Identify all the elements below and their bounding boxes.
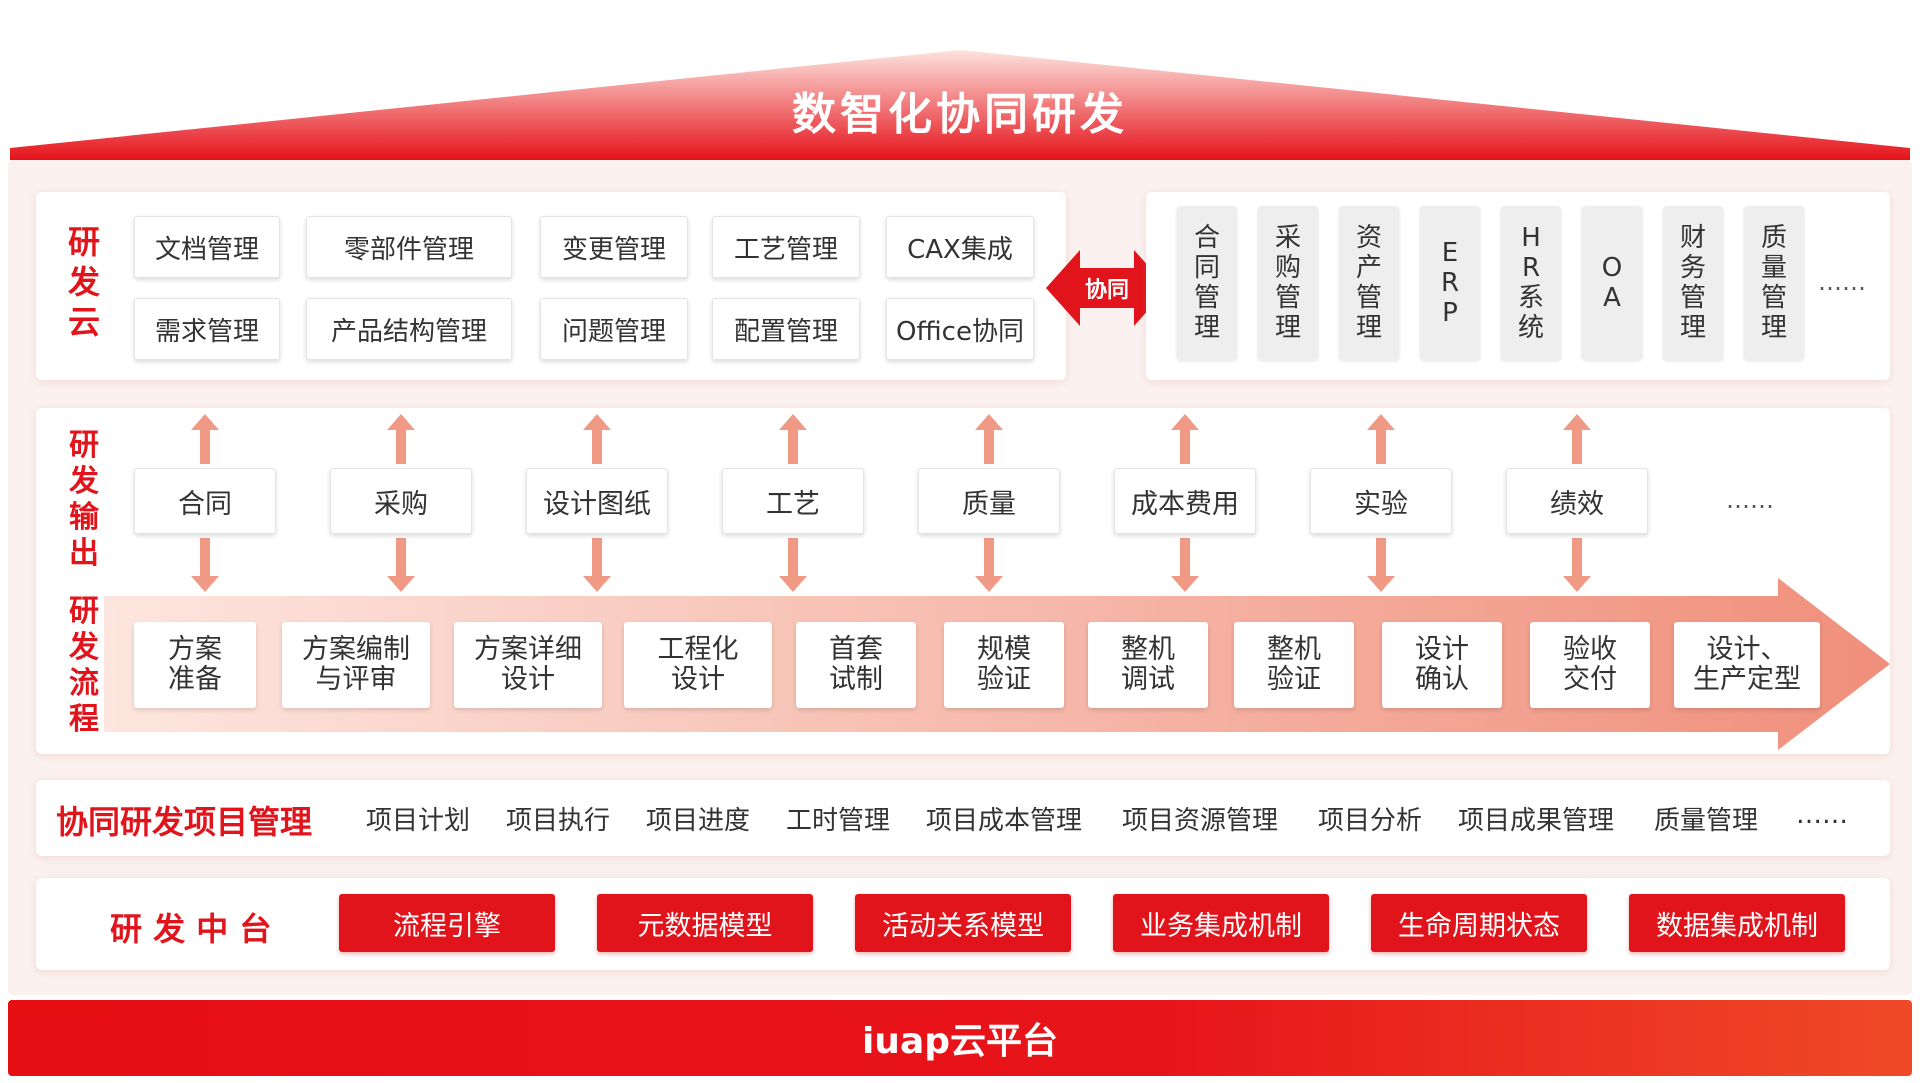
module-issue[interactable]: 问题管理: [540, 298, 688, 360]
up-arrow-0: [191, 414, 219, 464]
module-cax[interactable]: CAX集成: [886, 216, 1034, 278]
process-step-8[interactable]: 设计 确认: [1382, 622, 1502, 708]
output-item-4[interactable]: 质量: [918, 468, 1060, 534]
process-step-6[interactable]: 整机 调试: [1088, 622, 1208, 708]
mp-metadata-model[interactable]: 元数据模型: [597, 894, 813, 952]
output-item-7[interactable]: 绩效: [1506, 468, 1648, 534]
module-process[interactable]: 工艺管理: [712, 216, 860, 278]
process-step-3[interactable]: 工程化 设计: [624, 622, 772, 708]
cloud-platform-footer: iuap云平台: [8, 1000, 1912, 1076]
module-bom[interactable]: 产品结构管理: [306, 298, 512, 360]
module-parts[interactable]: 零部件管理: [306, 216, 512, 278]
module-change[interactable]: 变更管理: [540, 216, 688, 278]
pm-plan[interactable]: 项目计划: [366, 806, 471, 836]
process-step-1[interactable]: 方案编制 与评审: [282, 622, 430, 708]
system-erp[interactable]: ERP: [1420, 206, 1480, 360]
pm-cost[interactable]: 项目成本管理: [926, 806, 1083, 836]
process-step-2[interactable]: 方案详细 设计: [454, 622, 602, 708]
output-item-6[interactable]: 实验: [1310, 468, 1452, 534]
diagram-title: 数智化协同研发: [792, 89, 1128, 140]
up-arrow-1: [387, 414, 415, 464]
mp-business-integration[interactable]: 业务集成机制: [1113, 894, 1329, 952]
down-arrow-6: [1367, 538, 1395, 592]
down-arrow-2: [583, 538, 611, 592]
output-item-2[interactable]: 设计图纸: [526, 468, 668, 534]
down-arrow-7: [1563, 538, 1591, 592]
process-step-7[interactable]: 整机 验证: [1234, 622, 1354, 708]
down-arrow-0: [191, 538, 219, 592]
roof-banner: [10, 50, 1910, 160]
up-arrow-3: [779, 414, 807, 464]
mp-activity-model[interactable]: 活动关系模型: [855, 894, 1071, 952]
down-arrow-5: [1171, 538, 1199, 592]
system-finance[interactable]: 财务管理: [1663, 206, 1723, 360]
project-mgmt-label: 协同研发项目管理: [56, 803, 313, 841]
process-step-0[interactable]: 方案 准备: [134, 622, 256, 708]
pm-exec[interactable]: 项目执行: [506, 806, 611, 836]
pm-progress[interactable]: 项目进度: [646, 806, 751, 836]
pm-analysis[interactable]: 项目分析: [1318, 806, 1423, 836]
system-purchase[interactable]: 采购管理: [1258, 206, 1318, 360]
module-office[interactable]: Office协同: [886, 298, 1034, 360]
output-item-0[interactable]: 合同: [134, 468, 276, 534]
output-item-5[interactable]: 成本费用: [1114, 468, 1256, 534]
up-arrow-2: [583, 414, 611, 464]
pm-resource[interactable]: 项目资源管理: [1122, 806, 1279, 836]
pm-result[interactable]: 项目成果管理: [1458, 806, 1615, 836]
system-oa[interactable]: OA: [1582, 206, 1642, 360]
pm-hours[interactable]: 工时管理: [786, 806, 891, 836]
system-contract[interactable]: 合同管理: [1177, 206, 1237, 360]
up-arrow-5: [1171, 414, 1199, 464]
output-arrows: [191, 414, 1591, 592]
up-arrow-6: [1367, 414, 1395, 464]
output-more: ……: [1726, 486, 1774, 514]
systems-more: ……: [1818, 268, 1866, 296]
process-step-10[interactable]: 设计、 生产定型: [1674, 622, 1820, 708]
system-asset[interactable]: 资产管理: [1339, 206, 1399, 360]
up-arrow-4: [975, 414, 1003, 464]
rd-output-label: 研发输出: [69, 428, 99, 571]
module-config[interactable]: 配置管理: [712, 298, 860, 360]
process-step-5[interactable]: 规模 验证: [944, 622, 1064, 708]
middle-platform-label: 研 发 中 台: [110, 910, 272, 948]
system-hr[interactable]: HR系统: [1501, 206, 1561, 360]
mp-data-integration[interactable]: 数据集成机制: [1629, 894, 1845, 952]
output-item-1[interactable]: 采购: [330, 468, 472, 534]
rd-process-label: 研发流程: [69, 594, 99, 737]
module-requirement[interactable]: 需求管理: [134, 298, 280, 360]
process-step-4[interactable]: 首套 试制: [796, 622, 916, 708]
system-quality[interactable]: 质量管理: [1744, 206, 1804, 360]
pm-quality[interactable]: 质量管理: [1654, 806, 1759, 836]
output-item-3[interactable]: 工艺: [722, 468, 864, 534]
mp-lifecycle-state[interactable]: 生命周期状态: [1371, 894, 1587, 952]
down-arrow-3: [779, 538, 807, 592]
pm-more: ……: [1796, 800, 1848, 830]
down-arrow-1: [387, 538, 415, 592]
project-mgmt-panel: [36, 780, 1890, 856]
collab-label: 协同: [1084, 278, 1129, 303]
rd-cloud-label: 研发云: [67, 223, 100, 341]
collab-double-arrow: [1046, 250, 1168, 326]
module-doc[interactable]: 文档管理: [134, 216, 280, 278]
down-arrow-4: [975, 538, 1003, 592]
process-step-9[interactable]: 验收 交付: [1530, 622, 1650, 708]
mp-process-engine[interactable]: 流程引擎: [339, 894, 555, 952]
up-arrow-7: [1563, 414, 1591, 464]
